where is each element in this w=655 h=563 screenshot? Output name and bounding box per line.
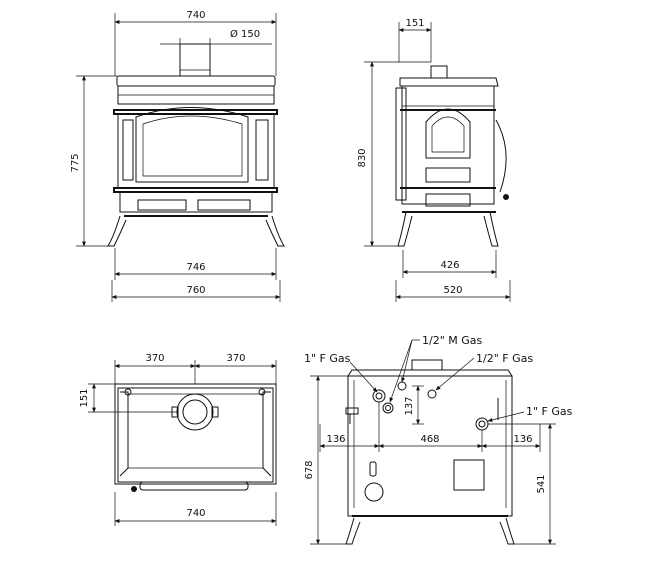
top-width-dimension: 740 [114,492,277,526]
rear-stove-body [345,359,515,545]
rear-height-label: 678 [304,460,315,479]
side-stove-body [395,77,509,247]
rear-view: 1" F Gas 1/2" M Gas 1/2" F Gas 1" F Gas … [304,334,573,545]
top-view: 370 370 151 [79,353,277,526]
top-flue-depth-dimension: 151 [79,383,177,413]
front-width-overall-dimension: 760 [111,280,281,302]
front-view: 740 Ø 150 [70,10,285,302]
side-flue-offset-label: 151 [405,18,424,29]
front-stove-body [107,75,285,247]
rear-horizontal-dimensions: 136 468 136 [319,402,541,452]
front-width-overall-label: 760 [186,285,205,296]
front-width-feet-dimension: 746 [114,248,277,280]
rear-right-offset-label: 136 [513,434,532,445]
rear-gas-connection-1in-right [475,417,489,431]
rear-connection-height-label: 541 [536,474,547,493]
front-width-top-dimension: 740 [114,10,277,76]
side-height-label: 830 [357,148,368,167]
rear-vertical-137-label: 137 [404,396,415,415]
callout-gas-half-f: 1/2" F Gas [476,352,533,365]
side-flue [430,65,448,79]
callout-gas-1in-left: 1" F Gas [304,352,351,365]
rear-height-dimension: 678 [304,375,348,545]
rear-gas-connection-1in-left [372,389,386,403]
rear-gas-connection-half-m [382,402,394,414]
rear-left-offset-label: 136 [326,434,345,445]
rear-connection-spacing-label: 468 [420,434,439,445]
rear-gas-connection-half-f [427,389,437,399]
top-width-label: 740 [186,508,205,519]
rear-vertical-137-dimension: 137 [404,385,424,425]
side-feet-depth-label: 426 [440,260,459,271]
top-half-left-label: 370 [145,353,164,364]
side-depth-overall-dimension: 520 [395,280,511,302]
side-view: 151 830 [357,18,511,302]
rear-callouts: 1" F Gas 1/2" M Gas 1/2" F Gas 1" F Gas [304,334,573,422]
top-stove-outline [114,383,277,492]
front-height-label: 775 [70,153,81,172]
top-half-right-label: 370 [226,353,245,364]
side-flue-offset-dimension: 151 [398,18,432,62]
rear-connection-height-dimension: 541 [488,423,556,545]
top-half-dimensions: 370 370 [114,353,277,384]
side-height-dimension: 830 [357,61,431,247]
front-width-top-label: 740 [186,10,205,21]
top-flue-depth-label: 151 [79,388,90,407]
front-flue-diameter-label: Ø 150 [230,28,260,40]
side-depth-overall-label: 520 [443,285,462,296]
front-width-feet-label: 746 [186,262,205,273]
callout-gas-1in-right: 1" F Gas [526,405,573,418]
callout-gas-half-m: 1/2" M Gas [422,334,483,347]
side-feet-depth-dimension: 426 [402,250,497,278]
front-flue: Ø 150 [160,28,272,77]
rear-gas-connections [372,381,489,431]
front-height-dimension: 775 [70,75,117,247]
